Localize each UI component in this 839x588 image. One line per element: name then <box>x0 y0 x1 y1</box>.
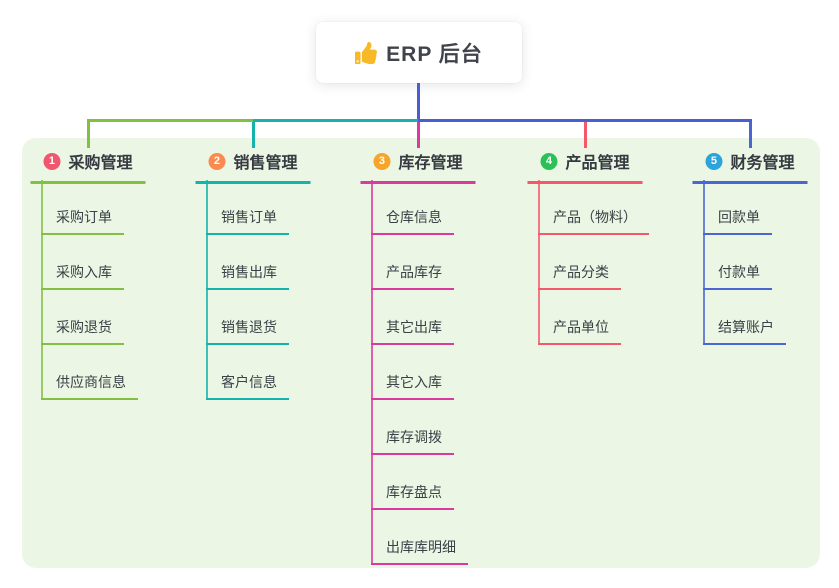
branch-node-label: 库存管理 <box>398 155 463 172</box>
connector-line <box>748 122 752 148</box>
child-node[interactable]: 产品（物料） <box>538 204 649 235</box>
branches-panel <box>22 138 820 568</box>
branch-node-label: 采购管理 <box>68 155 133 172</box>
child-node[interactable]: 销售退货 <box>206 314 289 345</box>
child-node[interactable]: 产品库存 <box>371 259 454 290</box>
branch-node-label: 财务管理 <box>730 155 795 172</box>
branch-number-badge: 3 <box>373 152 391 170</box>
connector-line <box>703 180 705 344</box>
branch-node-5[interactable]: 5 财务管理 <box>692 146 808 184</box>
child-node[interactable]: 结算账户 <box>703 314 786 345</box>
child-node[interactable]: 付款单 <box>703 259 772 290</box>
child-node[interactable]: 其它入库 <box>371 369 454 400</box>
child-node[interactable]: 销售订单 <box>206 204 289 235</box>
child-node[interactable]: 库存盘点 <box>371 479 454 510</box>
branch-node-4[interactable]: 4 产品管理 <box>527 146 643 184</box>
connector-line <box>253 119 418 122</box>
branch-node-1[interactable]: 1 采购管理 <box>30 146 146 184</box>
branch-number-badge: 5 <box>705 152 723 170</box>
connector-line <box>417 83 420 122</box>
child-node[interactable]: 产品单位 <box>538 314 621 345</box>
root-node-label: ERP 后台 <box>386 42 483 66</box>
connector-line <box>371 180 373 564</box>
connector-line <box>86 122 90 148</box>
root-node-erp-backend[interactable]: ERP 后台 <box>316 22 522 83</box>
branch-node-label: 产品管理 <box>565 155 630 172</box>
child-node[interactable]: 采购入库 <box>41 259 124 290</box>
child-node[interactable]: 客户信息 <box>206 369 289 400</box>
branch-node-3[interactable]: 3 库存管理 <box>360 146 476 184</box>
connector-line <box>538 180 540 344</box>
branch-number-badge: 1 <box>43 152 61 170</box>
connector-line <box>418 119 752 122</box>
connector-line <box>251 122 255 148</box>
branch-node-2[interactable]: 2 销售管理 <box>195 146 311 184</box>
child-node[interactable]: 产品分类 <box>538 259 621 290</box>
connector-line <box>416 122 420 148</box>
child-node[interactable]: 仓库信息 <box>371 204 454 235</box>
child-node[interactable]: 回款单 <box>703 204 772 235</box>
thumbs-up-icon <box>355 41 378 64</box>
child-node[interactable]: 采购退货 <box>41 314 124 345</box>
child-node[interactable]: 其它出库 <box>371 314 454 345</box>
child-node[interactable]: 采购订单 <box>41 204 124 235</box>
connector-line <box>583 122 587 148</box>
child-node[interactable]: 库存调拨 <box>371 424 454 455</box>
child-node[interactable]: 销售出库 <box>206 259 289 290</box>
child-node[interactable]: 出库库明细 <box>371 534 468 565</box>
branch-number-badge: 2 <box>208 152 226 170</box>
connector-line <box>86 119 253 122</box>
branch-number-badge: 4 <box>540 152 558 170</box>
child-node[interactable]: 供应商信息 <box>41 369 138 400</box>
branch-node-label: 销售管理 <box>233 155 298 172</box>
